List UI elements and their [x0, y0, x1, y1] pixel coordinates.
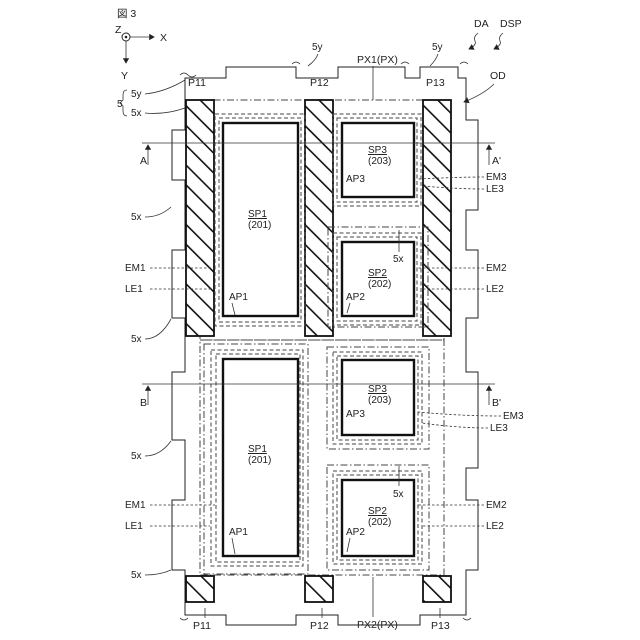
edge-5x-label: 5x — [393, 489, 404, 500]
dsp-label: DSP — [500, 18, 522, 30]
pad-p11-bottom — [186, 576, 214, 602]
svg-text:A: A — [140, 155, 147, 167]
pad-p11-label: P11 — [188, 77, 206, 89]
cut-line-b: B B' — [140, 384, 501, 409]
edge-5x-label: 5x — [131, 334, 142, 345]
leader-5y — [430, 54, 438, 66]
px2-boundary — [200, 340, 444, 575]
leader — [347, 538, 350, 552]
ap1-label: AP1 — [229, 292, 248, 303]
ap3-label: AP3 — [346, 174, 365, 185]
leader-5y-left — [145, 80, 185, 94]
svg-text:B: B — [140, 397, 147, 409]
le3-label: LE3 — [486, 184, 504, 195]
pad-p13-bottom — [423, 576, 451, 602]
axis-z-label: Z — [115, 24, 122, 36]
leader-5x-left — [145, 108, 185, 113]
da-arrow — [469, 33, 503, 49]
svg-text:A': A' — [492, 155, 501, 167]
lower-pixel — [204, 344, 429, 574]
leader — [232, 303, 235, 315]
em3-leader — [418, 412, 501, 416]
pad-column-p13 — [423, 100, 451, 336]
ap3-label: AP3 — [346, 409, 365, 420]
pad-p12-label: P12 — [310, 620, 329, 632]
leader-5x — [145, 570, 171, 575]
leader-5x — [145, 441, 171, 456]
axis-indicator: Z X Y — [115, 24, 167, 82]
od-leader — [464, 84, 494, 102]
em1-label: EM1 — [125, 263, 146, 274]
pad-p12-bottom — [305, 576, 333, 602]
em2-label: EM2 — [486, 500, 507, 511]
sp2-number: (202) — [368, 279, 391, 290]
od-label: OD — [490, 70, 506, 82]
da-label: DA — [474, 18, 489, 30]
edge-5x-label: 5x — [131, 212, 142, 223]
ap2-label: AP2 — [346, 527, 365, 538]
em1-label: EM1 — [125, 500, 146, 511]
leader — [232, 538, 235, 554]
le3-label: LE3 — [490, 423, 508, 434]
edge-5x-label: 5x — [131, 570, 142, 581]
ap2-label: AP2 — [346, 292, 365, 303]
le2-label: LE2 — [486, 284, 504, 295]
pad-p12-label: P12 — [310, 77, 329, 89]
edge-5x-label: 5x — [393, 254, 404, 265]
sp3-label: SP3 — [368, 145, 387, 156]
sp2-number: (202) — [368, 517, 391, 528]
sp1-number: (201) — [248, 455, 271, 466]
edge-5y-label: 5y — [312, 42, 323, 53]
sp2-label: SP2 — [368, 268, 387, 279]
edge-5x-label: 5x — [131, 451, 142, 462]
px1-label: PX1(PX) — [357, 54, 398, 66]
px2-label: PX2(PX) — [357, 619, 398, 631]
edge-5y-label: 5y — [432, 42, 443, 53]
sp1-number: (201) — [248, 220, 271, 231]
figure-label: 図 3 — [117, 8, 136, 20]
pad-column-p12 — [305, 100, 333, 336]
pad-p13-label: P13 — [431, 620, 450, 632]
sp2-label: SP2 — [368, 506, 387, 517]
sp3-number: (203) — [368, 395, 391, 406]
pad-p13-label: P13 — [426, 77, 445, 89]
leader-5y — [308, 54, 318, 66]
edge-5y-label: 5y — [131, 89, 142, 100]
pad-p11-label: P11 — [193, 620, 211, 632]
sp1-label: SP1 — [248, 444, 267, 455]
le2-label: LE2 — [486, 521, 504, 532]
ap1-label: AP1 — [229, 527, 248, 538]
le1-label: LE1 — [125, 521, 143, 532]
axis-x-label: X — [160, 32, 167, 44]
sp3-label: SP3 — [368, 384, 387, 395]
em2-label: EM2 — [486, 263, 507, 274]
leader — [347, 303, 350, 313]
axis-y-label: Y — [121, 70, 128, 82]
svg-text:B': B' — [492, 397, 501, 409]
edge-5x-label: 5x — [131, 108, 142, 119]
sp3-number: (203) — [368, 156, 391, 167]
em3-label: EM3 — [486, 172, 507, 183]
em3-label: EM3 — [503, 411, 524, 422]
sp1-label: SP1 — [248, 209, 267, 220]
leader-5x — [145, 319, 171, 339]
le1-label: LE1 — [125, 284, 143, 295]
leader-5x — [145, 207, 171, 217]
pad-column-p11 — [186, 100, 214, 336]
